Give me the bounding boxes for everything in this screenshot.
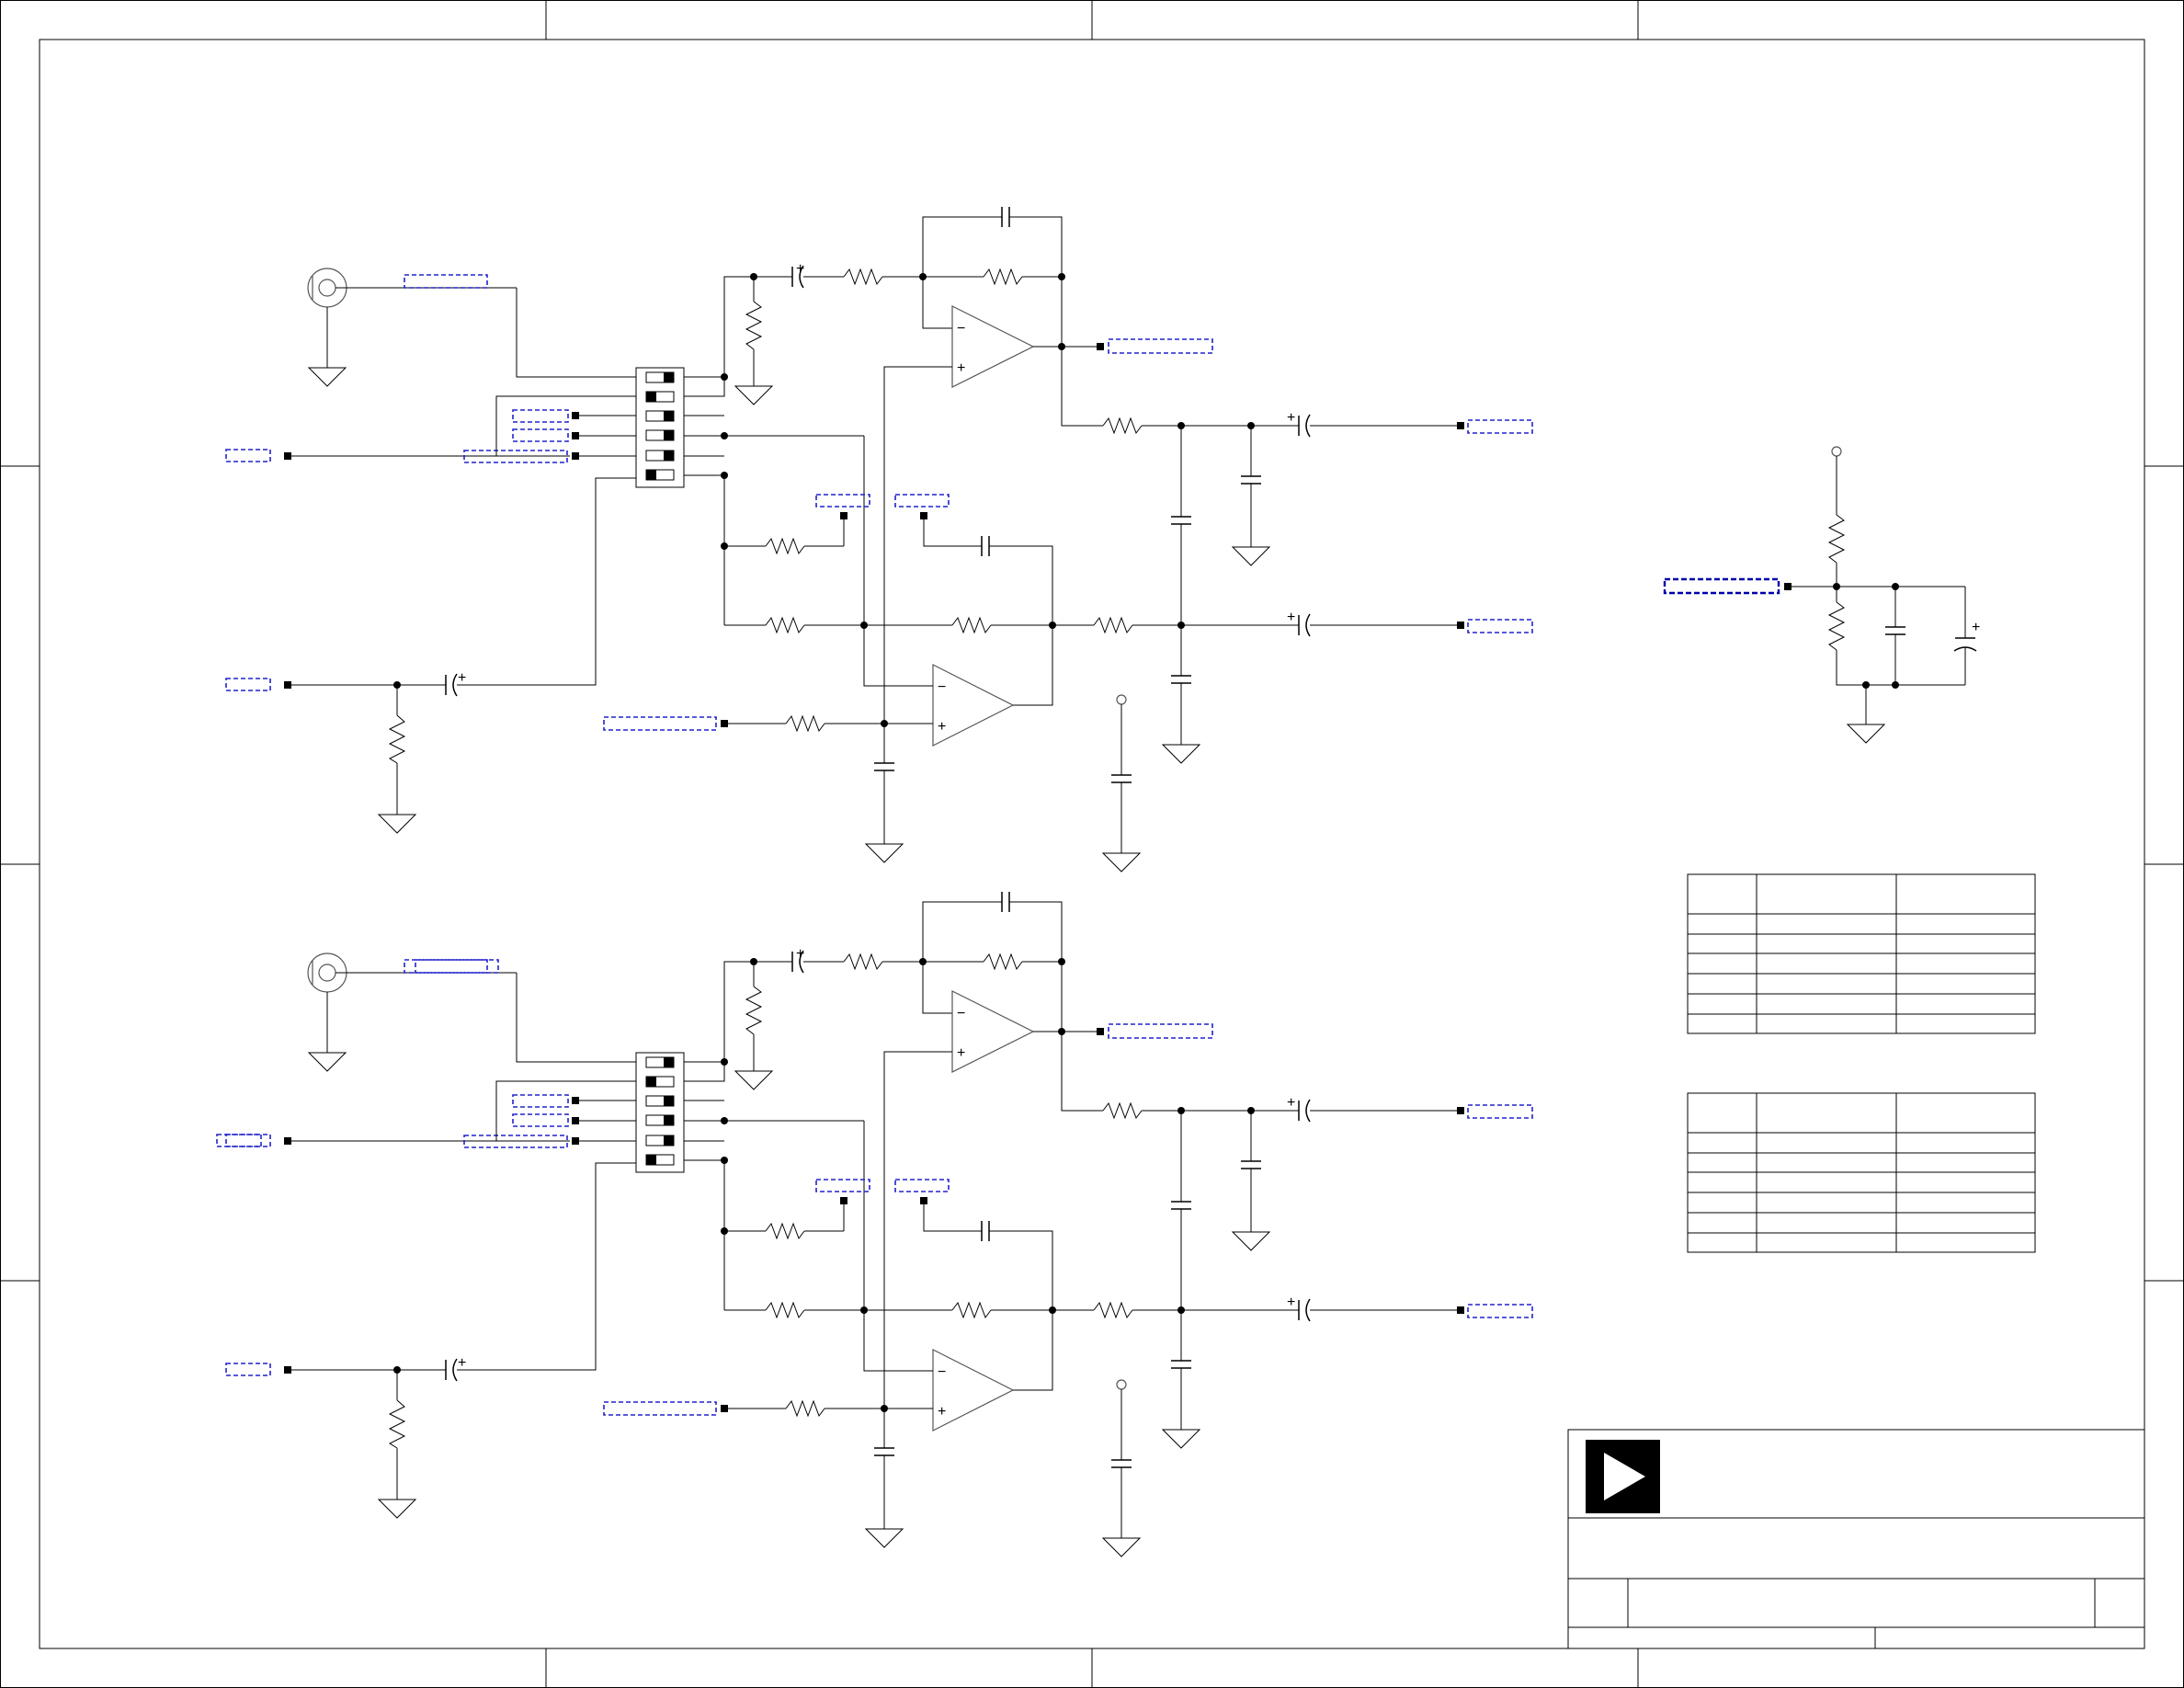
svg-text:+: + — [1972, 620, 1980, 635]
channel-upper — [225, 206, 1533, 873]
parts-table-1 — [1687, 873, 2036, 1034]
parts-table-2 — [1687, 1092, 2036, 1253]
title-block — [1567, 1429, 2145, 1649]
channel-lower — [225, 891, 1533, 1557]
bias-network: + — [1663, 446, 1980, 744]
play-triangle-logo-icon — [1586, 1440, 1660, 1513]
